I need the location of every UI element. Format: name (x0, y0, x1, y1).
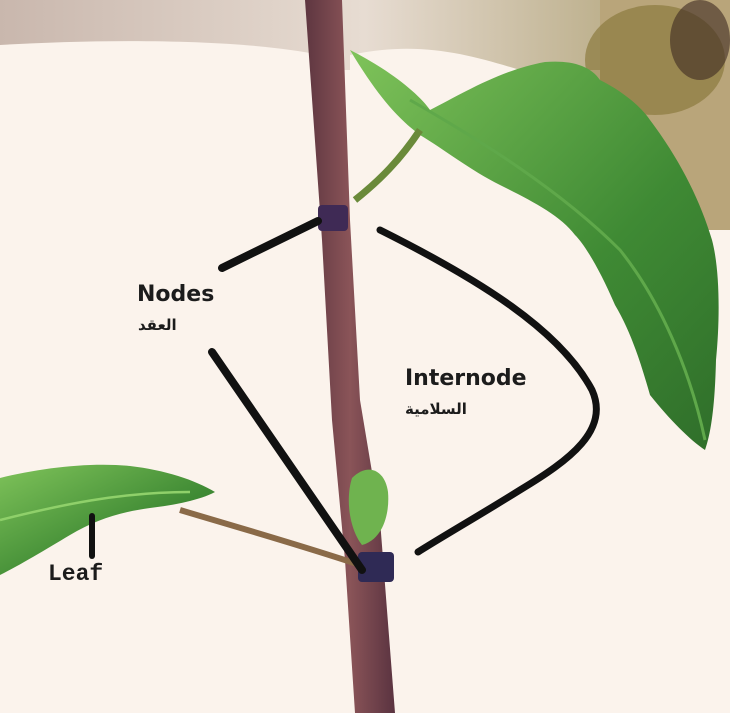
nodes-label: Nodes (137, 282, 214, 307)
photo-blur-blob-dark (670, 0, 730, 80)
leaf-label: Leaf (48, 561, 103, 587)
background-cutout-left (0, 41, 320, 713)
upper-node (318, 205, 348, 231)
nodes-arabic-label: العقد (138, 316, 177, 334)
internode-label: Internode (405, 366, 527, 391)
internode-arabic-label: السلامية (405, 400, 467, 418)
